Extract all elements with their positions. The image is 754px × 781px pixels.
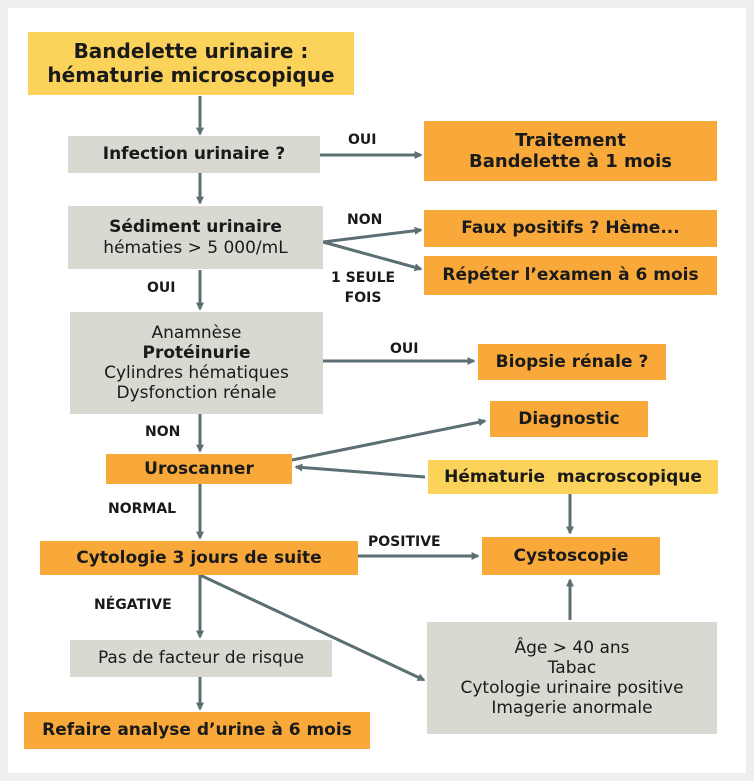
- arrow-sediment-to-faux-positifs: [322, 226, 423, 244]
- start-node: Bandelette urinaire : hématurie microsco…: [28, 32, 354, 95]
- biopsie-node: Biopsie rénale ?: [478, 344, 666, 380]
- arrow-cytologie-to-facteurs: [199, 573, 426, 682]
- label-une-seule-fois-line-2: FOIS: [344, 290, 382, 307]
- anamnese-line-3: Cylindres hématiques: [104, 363, 289, 383]
- label-negative: NÉGATIVE: [94, 597, 172, 613]
- cystoscopie-node: Cystoscopie: [482, 537, 660, 575]
- repeter-node: Répéter l’examen à 6 mois: [424, 256, 717, 295]
- label-une-seule-fois: 1 SEULE FOIS: [331, 268, 395, 309]
- arrow-macroscopique-to-uroscanner: [294, 463, 426, 479]
- facteurs-line-1: Âge > 40 ans: [514, 637, 630, 658]
- repeter-label: Répéter l’examen à 6 mois: [442, 265, 699, 286]
- faux-positifs-node: Faux positifs ? Hème...: [424, 210, 717, 247]
- facteurs-line-2: Tabac: [547, 657, 597, 678]
- diagnostic-label: Diagnostic: [518, 408, 620, 429]
- hematurie-macro-label: Hématurie macroscopique: [444, 466, 702, 487]
- label-positive: POSITIVE: [368, 534, 441, 550]
- label-non-anamnese: NON: [145, 424, 181, 440]
- cytologie-node: Cytologie 3 jours de suite: [40, 541, 358, 575]
- refaire-node: Refaire analyse d’urine à 6 mois: [24, 712, 370, 749]
- cytologie-label: Cytologie 3 jours de suite: [76, 547, 322, 568]
- anamnese-line-4: Dysfonction rénale: [116, 383, 277, 404]
- facteurs-node: Âge > 40 ans Tabac Cytologie urinaire po…: [427, 622, 717, 734]
- anamnese-line-2: Protéinurie: [142, 342, 251, 363]
- label-oui-infection: OUI: [348, 132, 377, 148]
- cystoscopie-label: Cystoscopie: [513, 545, 629, 566]
- pas-facteur-label: Pas de facteur de risque: [97, 648, 305, 669]
- facteurs-line-3: Cytologie urinaire positive: [460, 678, 684, 698]
- uroscanner-label: Uroscanner: [144, 458, 254, 479]
- faux-positifs-label: Faux positifs ? Hème...: [461, 218, 680, 239]
- sediment-line-1: Sédiment urinaire: [109, 217, 282, 238]
- sediment-node: Sédiment urinaire hématies > 5 000/mL: [68, 206, 323, 269]
- infection-label: Infection urinaire ?: [102, 144, 286, 165]
- pas-facteur-node: Pas de facteur de risque: [70, 640, 332, 677]
- label-oui-anamnese: OUI: [390, 341, 419, 357]
- label-normal: NORMAL: [108, 501, 177, 517]
- arrow-uroscanner-to-diagnostic: [291, 418, 487, 462]
- hematurie-macro-node: Hématurie macroscopique: [428, 460, 718, 494]
- uroscanner-node: Uroscanner: [106, 454, 292, 484]
- anamnese-node: Anamnèse Protéinurie Cylindres hématique…: [70, 312, 323, 414]
- label-oui-sediment: OUI: [147, 280, 176, 296]
- start-line-1: Bandelette urinaire :: [73, 38, 309, 63]
- traitement-line-2: Bandelette à 1 mois: [468, 151, 673, 172]
- arrow-sediment-to-repeter: [322, 240, 423, 272]
- refaire-label: Refaire analyse d’urine à 6 mois: [42, 720, 352, 741]
- facteurs-line-4: Imagerie anormale: [491, 698, 653, 719]
- infection-node: Infection urinaire ?: [68, 136, 320, 173]
- diagnostic-node: Diagnostic: [490, 401, 648, 437]
- start-line-2: hématurie microscopique: [47, 62, 335, 87]
- traitement-node: Traitement Bandelette à 1 mois: [424, 121, 717, 181]
- label-non-sediment: NON: [347, 212, 383, 228]
- biopsie-label: Biopsie rénale ?: [495, 351, 649, 372]
- label-une-seule-fois-line-1: 1 SEULE: [331, 270, 396, 286]
- anamnese-line-1: Anamnèse: [151, 322, 242, 343]
- traitement-line-1: Traitement: [515, 129, 626, 151]
- sediment-line-2: hématies > 5 000/mL: [103, 237, 288, 258]
